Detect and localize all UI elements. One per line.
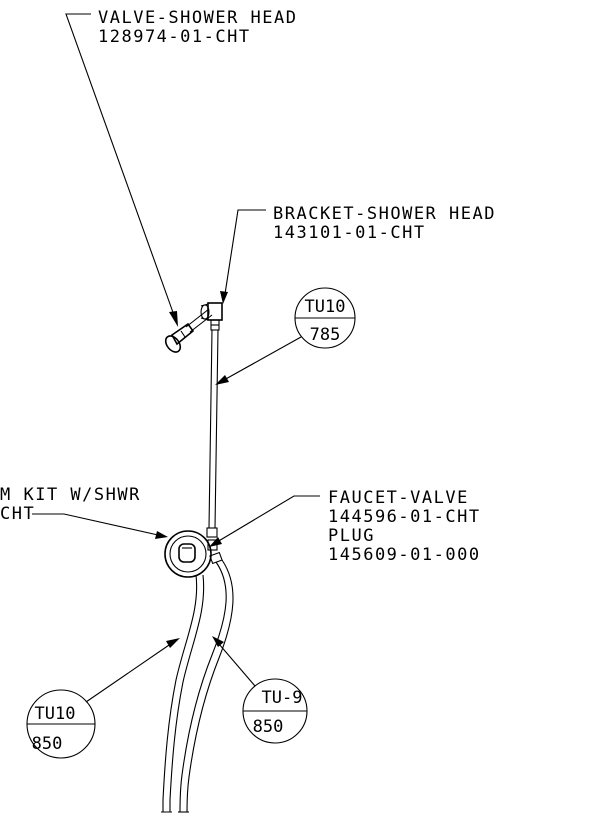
vertical-hose-right xyxy=(214,329,219,529)
bracket-shower-head-label: BRACKET-SHOWER HEAD xyxy=(273,204,496,224)
bracket-shower-head-leader xyxy=(224,209,266,295)
shower-head-assembly xyxy=(164,308,213,353)
bracket-block xyxy=(207,302,223,321)
valve-shower-head-leader xyxy=(65,13,176,319)
bubble-tu9-850-bottom: 850 xyxy=(253,717,284,737)
bubble-tu9-850-arrowhead xyxy=(212,636,224,647)
shower-head-body xyxy=(170,322,195,346)
plug-label: PLUG xyxy=(328,526,375,546)
valve-handle xyxy=(178,543,196,563)
valve-fitting-side xyxy=(209,551,223,565)
bubble-tu10-785-arrowhead xyxy=(215,375,229,385)
bubble-tu10-850-arrowhead xyxy=(166,638,180,648)
trim-kit-label: M KIT W/SHWR xyxy=(0,485,141,505)
bubble-tu10-850-bottom: 850 xyxy=(32,734,63,754)
shower-head-ball-joint xyxy=(180,330,186,338)
callout-faucet-valve: FAUCET-VALVE 144596-01-CHT PLUG 145609-0… xyxy=(209,488,481,565)
trim-plate-outer xyxy=(164,530,212,578)
shower-arm-upper-edge xyxy=(185,308,210,328)
shower-head-face xyxy=(164,335,182,353)
bubble-tu9-850-top: TU-9 xyxy=(262,688,303,708)
faucet-valve-leader xyxy=(216,495,320,543)
faucet-valve-arrowhead xyxy=(209,537,222,547)
valve-shower-head-part-number: 128974-01-CHT xyxy=(98,27,251,47)
valve-shower-head-label: VALVE-SHOWER HEAD xyxy=(98,8,298,28)
valve-fitting-upper xyxy=(207,539,218,551)
bubble-tu10-785-bottom: 785 xyxy=(310,325,341,345)
plug-part-number: 145609-01-000 xyxy=(328,545,481,565)
bubble-tu10-850-leader xyxy=(85,642,173,703)
valve-trim-plate xyxy=(164,530,223,578)
bubble-tu10-850: TU10 850 xyxy=(26,638,180,759)
bubble-tu10-850-top: TU10 xyxy=(35,704,76,724)
faucet-valve-label: FAUCET-VALVE xyxy=(328,488,469,508)
callout-valve-shower-head: VALVE-SHOWER HEAD 128974-01-CHT xyxy=(65,8,298,327)
callout-bracket-shower-head: BRACKET-SHOWER HEAD 143101-01-CHT xyxy=(220,204,496,304)
faucet-valve-part-number: 144596-01-CHT xyxy=(328,507,481,527)
lower-hoses xyxy=(161,559,234,813)
left-hose-edge-a xyxy=(162,574,198,801)
trim-kit-arrowhead xyxy=(155,531,168,539)
bracket-ring xyxy=(200,304,210,320)
vertical-shower-hose xyxy=(206,329,219,538)
trim-kit-leader xyxy=(32,513,159,536)
trim-plate-inner xyxy=(169,535,207,573)
left-hose-edge-b xyxy=(169,574,205,801)
bubble-tu10-785-leader xyxy=(223,336,302,381)
bubble-tu9-850: TU-9 850 xyxy=(212,636,308,744)
bubble-tu9-850-leader xyxy=(218,643,256,687)
right-hose-edge-b xyxy=(186,559,234,813)
shower-bracket xyxy=(200,302,223,331)
right-hose-edge-a xyxy=(179,561,227,813)
bracket-shower-head-arrowhead xyxy=(220,291,228,304)
valve-shower-head-arrowhead xyxy=(169,311,178,327)
vertical-hose-coupling xyxy=(206,527,218,538)
left-hose-end xyxy=(161,800,172,813)
bubble-tu10-785-top: TU10 xyxy=(305,297,346,317)
callout-trim-kit: M KIT W/SHWR CHT xyxy=(0,485,168,539)
bubble-tu10-785: TU10 785 xyxy=(215,287,356,385)
vertical-hose-left xyxy=(208,329,213,529)
trim-kit-part-number: CHT xyxy=(0,504,35,524)
bracket-shower-head-part-number: 143101-01-CHT xyxy=(273,223,426,243)
